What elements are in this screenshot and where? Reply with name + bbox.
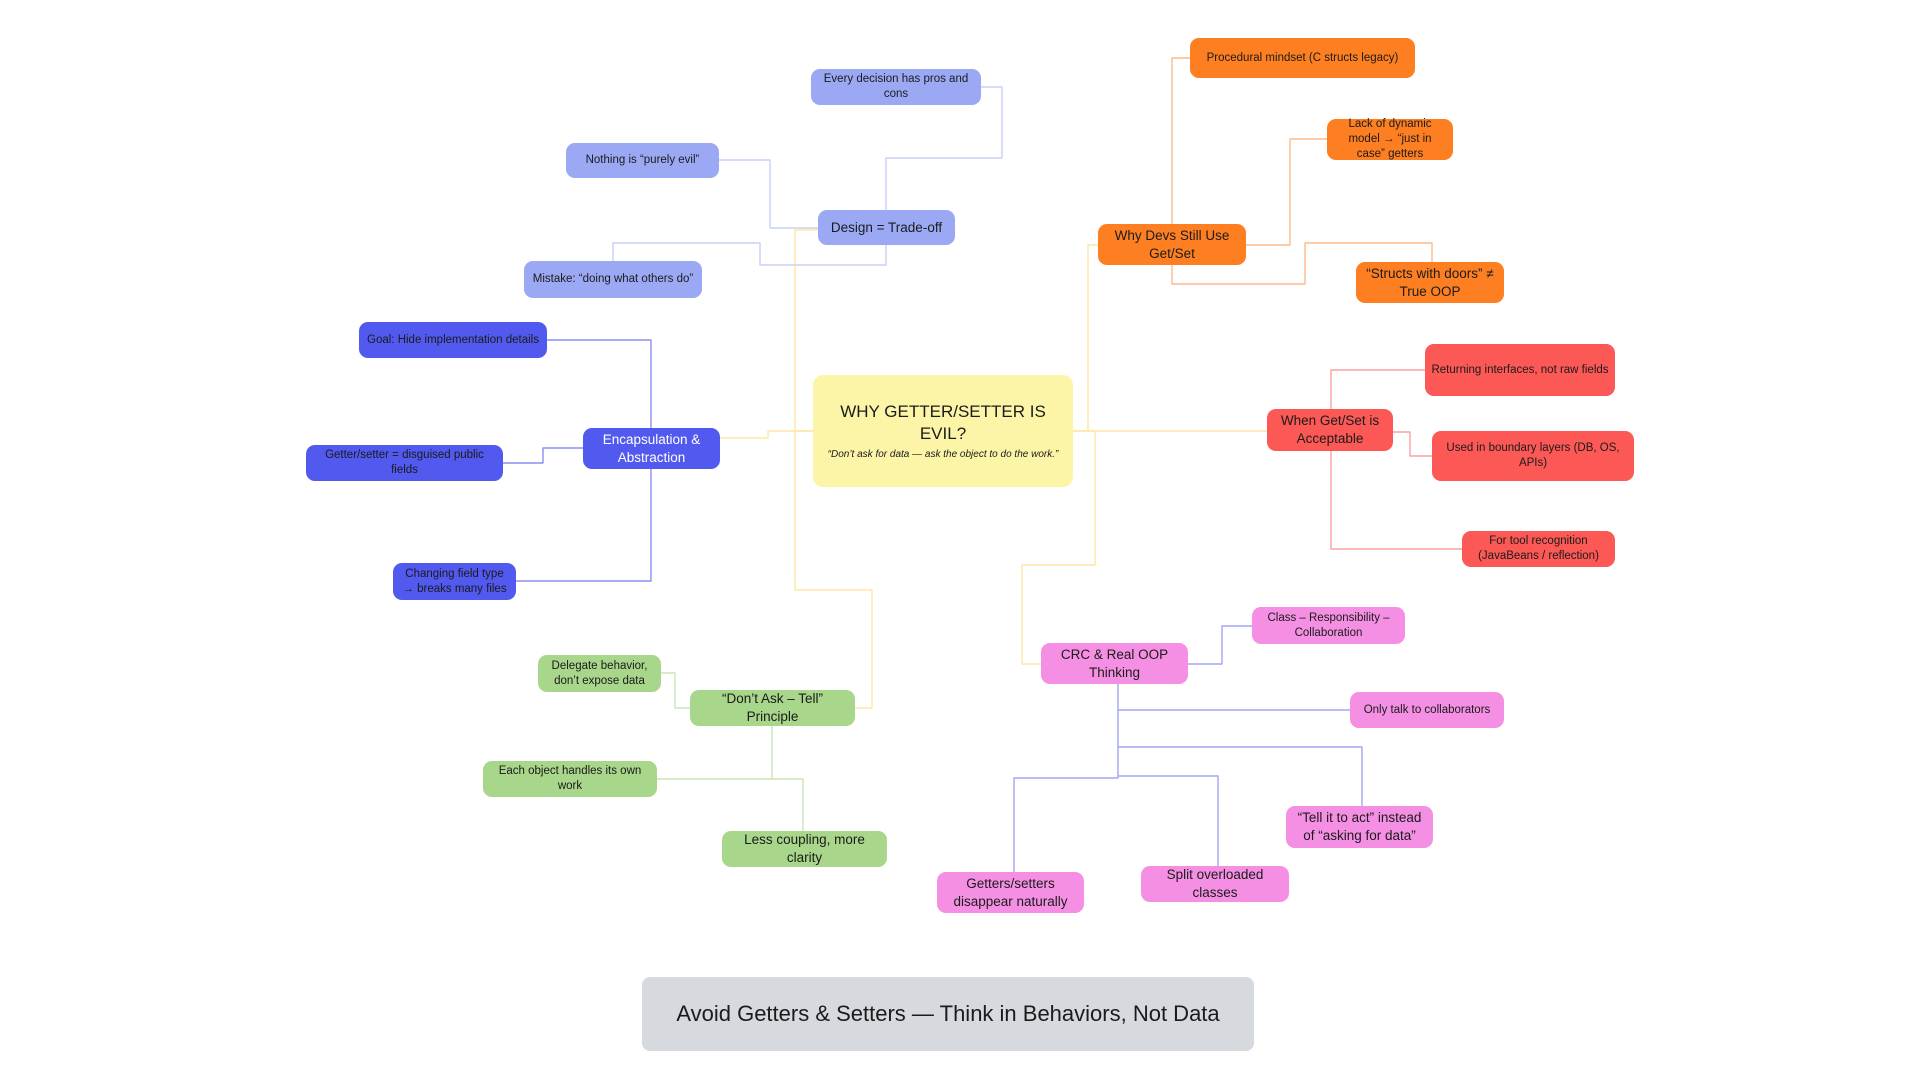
when-acceptable-child-tool-recognition[interactable]: For tool recognition (JavaBeans / reflec… [1462, 531, 1615, 567]
edge-design-pros-cons [885, 86, 1003, 210]
edge-crc-getters-disappear [1013, 776, 1119, 872]
central-topic-title: WHY GETTER/SETTER IS EVIL? [840, 401, 1046, 443]
edge-when-interfaces [1330, 369, 1425, 409]
edge-enc-hide-details [547, 339, 652, 428]
edge-dat-own-work [657, 726, 773, 780]
edge-why-procedural [1171, 57, 1190, 224]
when-acceptable-node[interactable]: When Get/Set is Acceptable [1267, 409, 1393, 451]
edge-crc-split-classes [1117, 747, 1219, 866]
encapsulation-child-breaks-files[interactable]: Changing field type → breaks many files [393, 563, 516, 600]
central-topic-subtitle: “Don’t ask for data — ask the object to … [827, 449, 1059, 461]
dont-ask-tell-child-delegate[interactable]: Delegate behavior, don’t expose data [538, 655, 661, 692]
edge-why-just-in-case [1246, 138, 1327, 246]
edge-center-why-devs [1073, 244, 1098, 432]
why-devs-child-just-in-case[interactable]: Lack of dynamic model → “just in case” g… [1327, 118, 1453, 160]
edge-enc-breaks-files [516, 469, 652, 582]
crc-node[interactable]: CRC & Real OOP Thinking [1041, 643, 1188, 684]
edge-center-encapsulation [720, 430, 813, 439]
crc-child-only-collaborators[interactable]: Only talk to collaborators [1350, 692, 1504, 728]
crc-child-tell-it-to-act[interactable]: “Tell it to act” instead of “asking for … [1286, 806, 1433, 848]
central-topic[interactable]: WHY GETTER/SETTER IS EVIL? “Don’t ask fo… [813, 375, 1073, 487]
crc-child-split-classes[interactable]: Split overloaded classes [1141, 866, 1289, 902]
when-acceptable-child-interfaces[interactable]: Returning interfaces, not raw fields [1425, 344, 1615, 396]
crc-child-getters-disappear[interactable]: Getters/setters disappear naturally [937, 872, 1084, 913]
edge-dat-less-coupling [772, 778, 804, 831]
edge-dat-delegate [661, 672, 690, 709]
dont-ask-tell-child-own-work[interactable]: Each object handles its own work [483, 761, 657, 797]
encapsulation-node[interactable]: Encapsulation & Abstraction [583, 428, 720, 469]
design-child-pros-cons[interactable]: Every decision has pros and cons [811, 69, 981, 105]
dont-ask-tell-node[interactable]: “Don’t Ask – Tell” Principle [690, 690, 855, 726]
why-devs-child-procedural[interactable]: Procedural mindset (C structs legacy) [1190, 38, 1415, 78]
edge-enc-disguised-fields [503, 447, 583, 464]
edge-design-not-purely-evil [719, 159, 818, 229]
caption-banner: Avoid Getters & Setters — Think in Behav… [642, 977, 1254, 1051]
why-devs-node[interactable]: Why Devs Still Use Get/Set [1098, 224, 1246, 265]
design-child-not-purely-evil[interactable]: Nothing is “purely evil” [566, 143, 719, 178]
crc-child-class-responsibility[interactable]: Class – Responsibility – Collaboration [1252, 607, 1405, 644]
edge-crc-class-responsibility [1188, 625, 1252, 665]
edge-crc-only-collaborators [1117, 684, 1350, 711]
encapsulation-child-hide-details[interactable]: Goal: Hide implementation details [359, 322, 547, 358]
encapsulation-child-disguised-fields[interactable]: Getter/setter = disguised public fields [306, 445, 503, 481]
edge-crc-tell-it [1117, 710, 1363, 806]
design-tradeoff-node[interactable]: Design = Trade-off [818, 210, 955, 245]
design-child-mistake[interactable]: Mistake: “doing what others do” [524, 261, 702, 298]
when-acceptable-child-boundary-layers[interactable]: Used in boundary layers (DB, OS, APIs) [1432, 431, 1634, 481]
dont-ask-tell-child-less-coupling[interactable]: Less coupling, more clarity [722, 831, 887, 867]
edge-when-boundary [1393, 431, 1432, 457]
why-devs-child-structs-with-doors[interactable]: “Structs with doors” ≠ True OOP [1356, 262, 1504, 303]
